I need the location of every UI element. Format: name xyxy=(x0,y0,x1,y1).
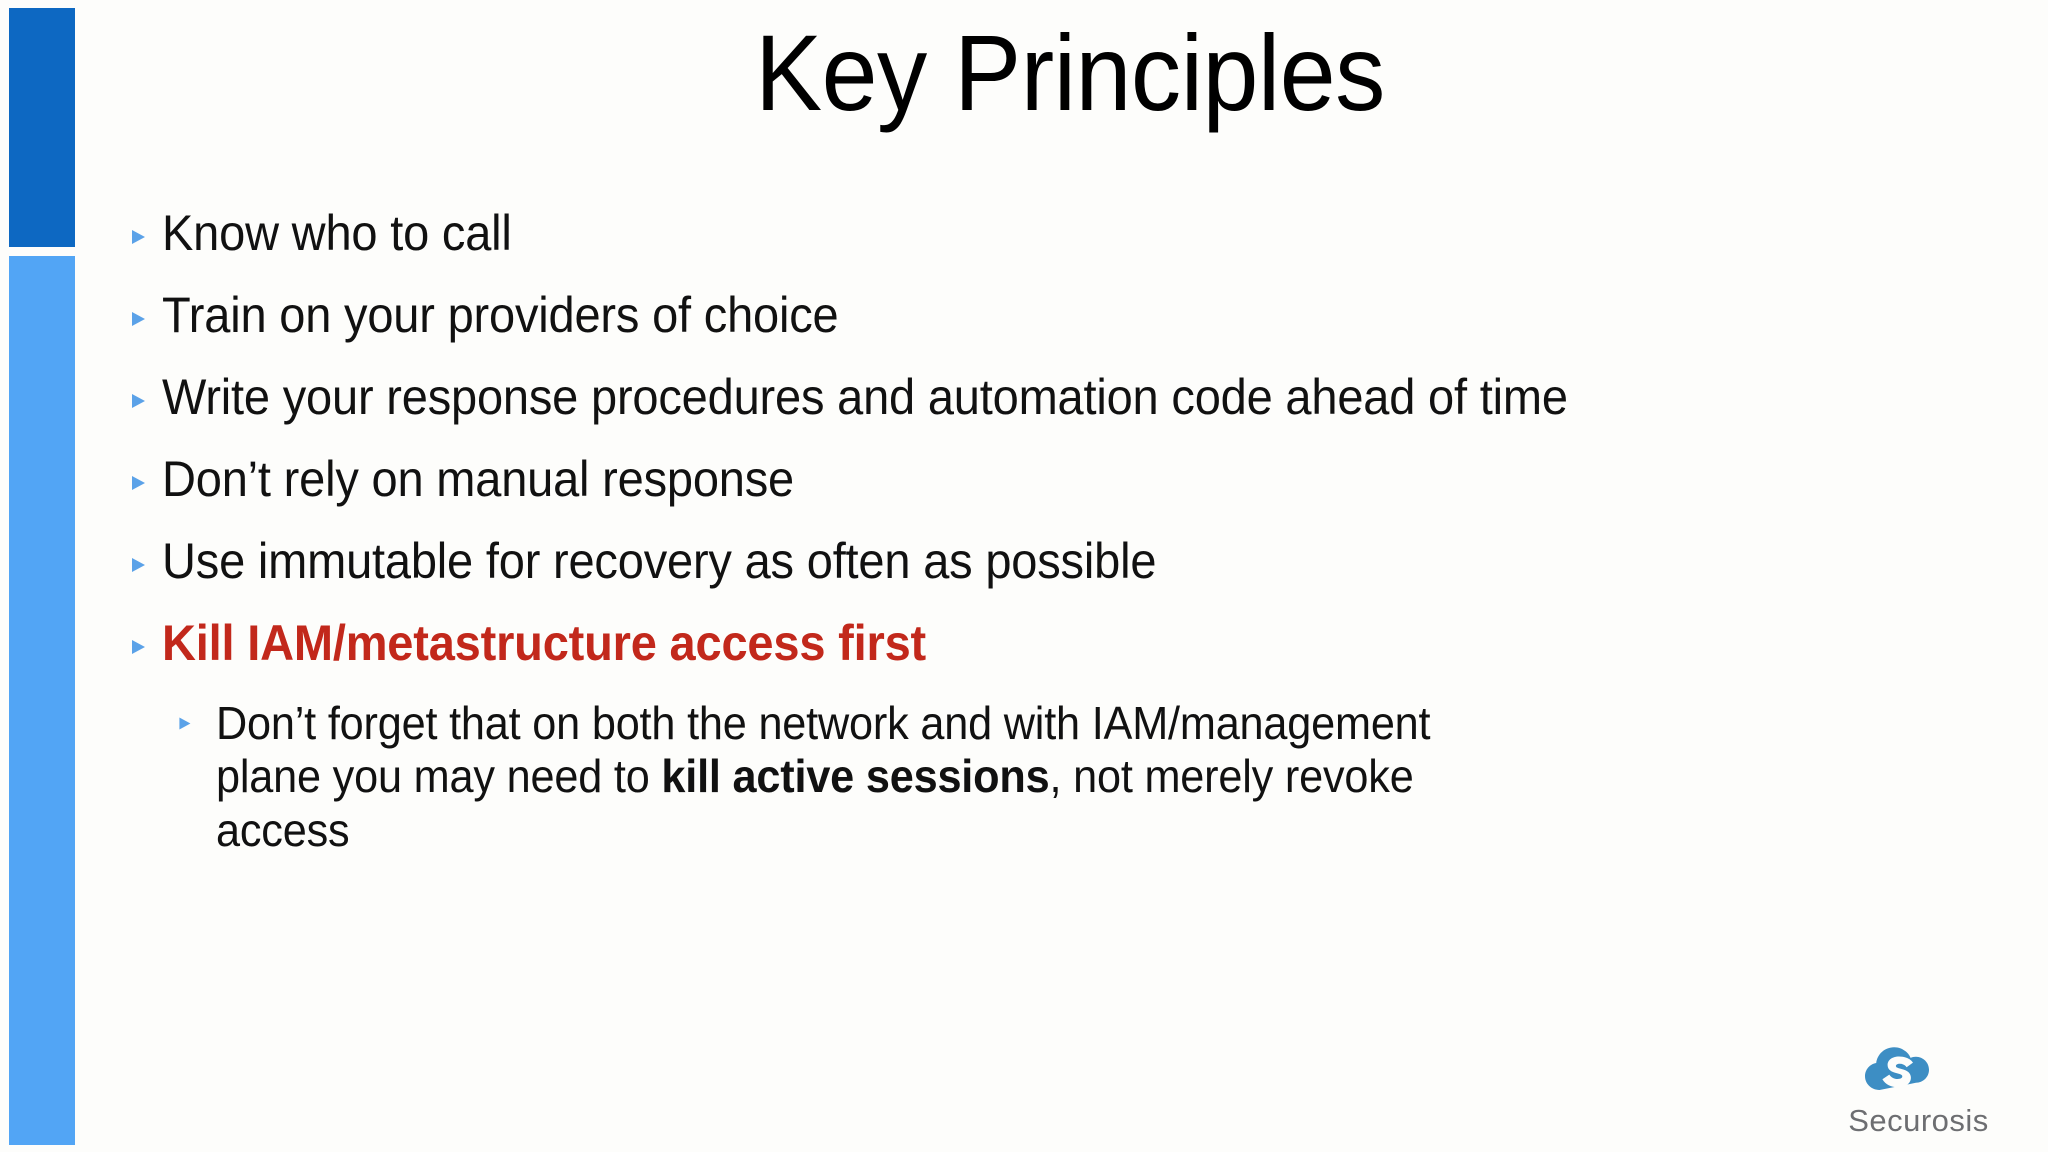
triangle-bullet-icon xyxy=(128,451,162,493)
bullet-list: Know who to call Train on your providers… xyxy=(128,205,1998,857)
list-item-label: Don’t rely on manual response xyxy=(162,451,795,507)
list-item: Know who to call xyxy=(128,205,1998,261)
triangle-bullet-icon xyxy=(128,287,162,329)
triangle-bullet-icon xyxy=(128,369,162,411)
list-item-label: Use immutable for recovery as often as p… xyxy=(162,533,1157,589)
list-item: Train on your providers of choice xyxy=(128,287,1998,343)
triangle-bullet-icon xyxy=(128,533,162,575)
list-item-label-emphasized: Kill IAM/metastructure access first xyxy=(162,615,926,671)
accent-bar-bottom xyxy=(9,256,75,1145)
list-item-label: Write your response procedures and autom… xyxy=(162,369,1568,425)
list-item: Write your response procedures and autom… xyxy=(128,369,1998,425)
list-item: Use immutable for recovery as often as p… xyxy=(128,533,1998,589)
list-item-label: Train on your providers of choice xyxy=(162,287,839,343)
sub-text-part-2: , not merely revoke access xyxy=(216,750,1414,856)
triangle-bullet-icon xyxy=(128,205,162,247)
page-title: Key Principles xyxy=(755,12,1385,133)
list-item-label: Know who to call xyxy=(162,205,512,261)
sub-text-bold: kill active sessions xyxy=(661,750,1050,803)
sub-list-item: Don’t forget that on both the network an… xyxy=(176,697,1998,857)
cloud-s-icon xyxy=(1865,1046,1929,1094)
list-item-emphasized: Kill IAM/metastructure access first xyxy=(128,615,1998,671)
triangle-bullet-icon xyxy=(128,615,162,657)
list-item: Don’t rely on manual response xyxy=(128,451,1998,507)
sub-text-part-1: Don’t forget that on both the network an… xyxy=(216,697,1431,803)
accent-bar-top xyxy=(9,8,75,247)
sub-list-item-label: Don’t forget that on both the network an… xyxy=(216,697,1466,857)
securosis-wordmark: Securosis xyxy=(1848,1103,1989,1138)
securosis-logo: Securosis xyxy=(1841,1046,1996,1138)
triangle-bullet-icon xyxy=(176,697,216,732)
